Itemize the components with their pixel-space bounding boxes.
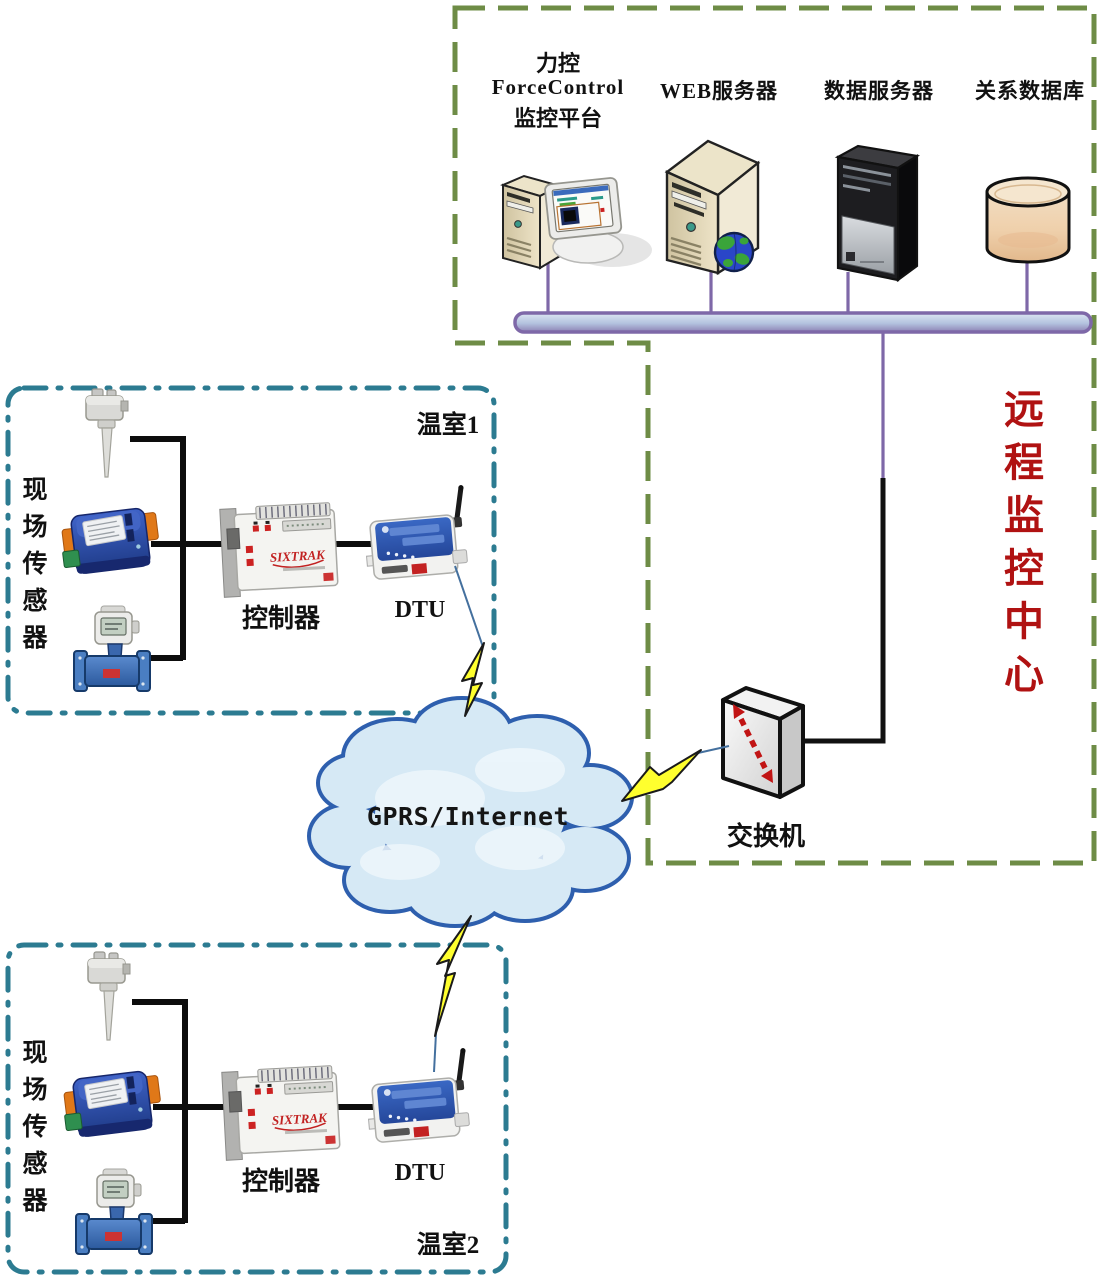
database-icon: [985, 176, 1071, 264]
remote-center-border: [452, 5, 1097, 866]
greenhouse1-dtu-label: DTU: [394, 597, 446, 623]
cloud-label: GPRS/Internet: [366, 802, 570, 831]
web-server-icon: [664, 139, 761, 276]
wireless-links: [433, 565, 730, 1073]
greenhouse2-dtu-label: DTU: [394, 1160, 446, 1186]
greenhouse1-controller-label: 控制器: [241, 604, 321, 633]
greenhouse2-controller-label: 控制器: [241, 1167, 321, 1196]
database-label: 关系数据库: [975, 79, 1085, 103]
lightning-bolt-switch: [621, 749, 702, 802]
data-server-label: 数据服务器: [824, 79, 934, 103]
greenhouse2-sensors-label: 现场传感器: [19, 1039, 46, 1224]
ethernet-bus: [513, 311, 1093, 334]
greenhouse2-equipment: [60, 952, 473, 1254]
force-control-label-line2: ForceControl: [491, 75, 625, 99]
switch-icon: [721, 686, 805, 799]
greenhouse2-title: 温室2: [416, 1232, 480, 1259]
server-connector-lines: [546, 256, 1029, 744]
greenhouse1-equipment: [58, 389, 471, 691]
lightning-bolt-gh2: [434, 915, 472, 1037]
switch-arrow-icon: [733, 704, 773, 783]
cloud-icon: [307, 696, 634, 928]
greenhouse1-border: [5, 385, 497, 716]
force-control-label-line3: 监控平台: [513, 106, 603, 131]
remote-center-title: 远程监控中心: [998, 388, 1043, 706]
greenhouse2-border: [5, 942, 509, 1275]
lightning-bolt-gh1: [461, 642, 485, 717]
web-server-label: WEB服务器: [659, 79, 779, 103]
data-server-icon: [834, 144, 921, 283]
force-control-label-line1: 力控: [535, 51, 581, 76]
greenhouse1-title: 温室1: [416, 412, 480, 439]
force-control-computer-icon: [500, 174, 652, 270]
greenhouse1-sensors-label: 现场传感器: [19, 476, 46, 661]
globe-icon: [713, 231, 755, 273]
switch-label: 交换机: [726, 822, 806, 851]
